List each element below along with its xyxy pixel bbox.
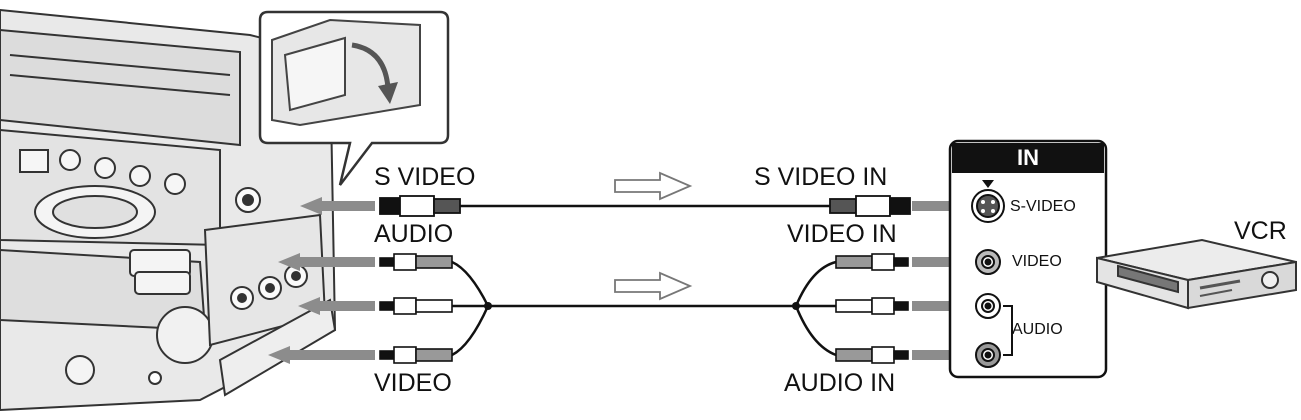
rca-plug-video-left (379, 346, 453, 364)
label-s-video-in: S VIDEO IN (754, 163, 888, 191)
jack-label-video: VIDEO (1012, 253, 1062, 270)
s-video-plug-right (829, 195, 911, 217)
zoom-callout (258, 10, 450, 186)
cable-lines (451, 204, 837, 357)
signal-flow-arrow-bottom (614, 271, 693, 301)
audio-jack-red (975, 342, 1001, 368)
s-video-plug-left (379, 195, 461, 217)
label-video-in: VIDEO IN (787, 220, 897, 248)
rca-plugs-right (835, 253, 909, 364)
rca-plug-video-right (835, 253, 909, 271)
jack-label-s-video: S-VIDEO (1010, 198, 1076, 215)
label-video-output: VIDEO (374, 369, 452, 397)
panel-title: IN (952, 143, 1104, 173)
label-s-video-output: S VIDEO (374, 163, 476, 191)
cable-junctions (484, 302, 800, 310)
label-audio-in: AUDIO IN (784, 369, 896, 397)
label-audio-output: AUDIO (374, 220, 454, 248)
rca-plug-audio-white-right (835, 297, 909, 315)
camcorder-jack-arrows (268, 197, 375, 364)
audio-bracket (1003, 305, 1013, 356)
vcr-input-panel (948, 139, 1108, 379)
audio-jack-white (975, 293, 1001, 319)
camcorder-illustration (0, 8, 337, 412)
rca-plug-audio-red-right (835, 346, 909, 364)
jack-label-audio: AUDIO (1012, 321, 1063, 338)
rca-plug-audio-white-left (379, 253, 453, 271)
label-vcr: VCR (1234, 217, 1287, 245)
video-jack (975, 249, 1001, 275)
vcr-illustration (1096, 238, 1297, 310)
signal-flow-arrow-top (614, 171, 693, 201)
s-video-jack (971, 189, 1005, 223)
rca-plugs-left (379, 253, 453, 364)
signal-flow-arrows (614, 171, 693, 301)
rca-plug-audio-red-left (379, 297, 453, 315)
